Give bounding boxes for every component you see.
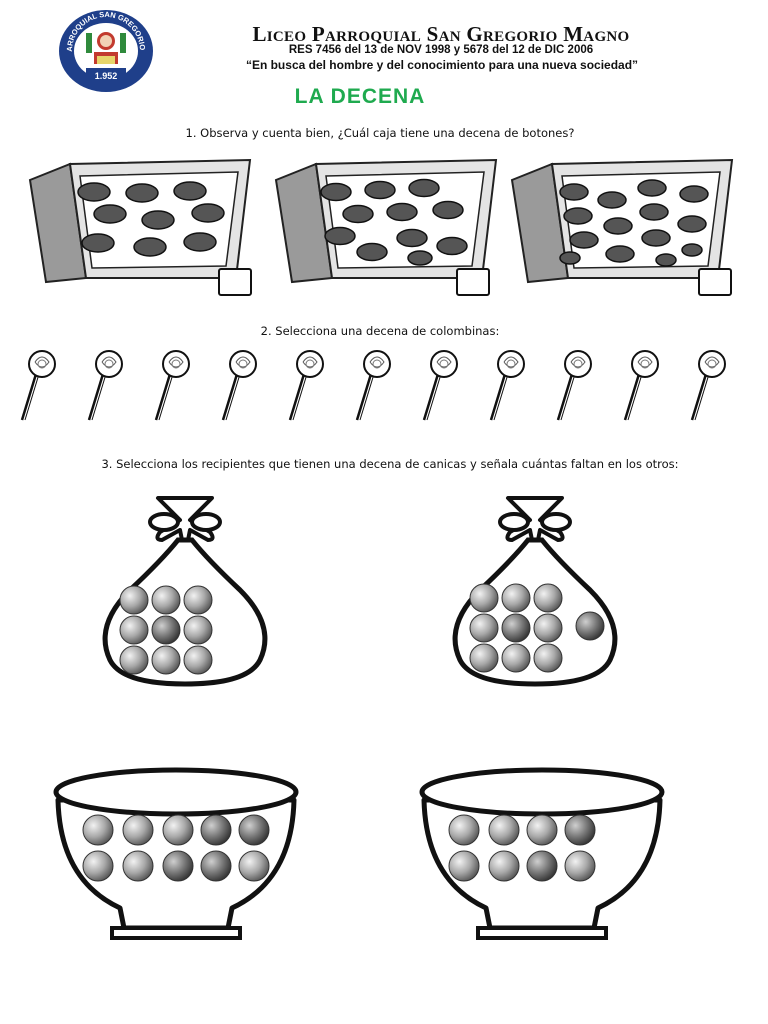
- school-crest-icon: LICEO PARROQUIAL SAN GREGORIO MAGNO 1.95…: [56, 8, 156, 94]
- button-box-1: [24, 150, 256, 300]
- bowl-icon: [419, 767, 665, 940]
- marble-bowl-2[interactable]: [416, 760, 666, 945]
- lollipop-icon[interactable]: [87, 350, 124, 422]
- bowl-icon: [53, 767, 299, 940]
- school-motto: “En busca del hombre y del conocimiento …: [245, 58, 639, 72]
- lollipop-icon[interactable]: [690, 350, 727, 422]
- buttons-group: [77, 181, 225, 257]
- box-3-answer-checkbox[interactable]: [698, 268, 732, 296]
- school-name: Liceo Parroquial San Gregorio Magno: [252, 22, 630, 46]
- lollipop-icon[interactable]: [154, 350, 191, 422]
- lollipop-icon[interactable]: [288, 350, 325, 422]
- question-2-text: 2. Selecciona una decena de colombinas:: [260, 324, 500, 338]
- button-box-icon: [510, 158, 734, 284]
- lollipop-icon[interactable]: [355, 350, 392, 422]
- lollipop-icon[interactable]: [422, 350, 459, 422]
- lollipop-icon[interactable]: [20, 350, 57, 422]
- lollipop-icon[interactable]: [489, 350, 526, 422]
- box-1-answer-checkbox[interactable]: [218, 268, 252, 296]
- logo-year: 1.952: [95, 71, 118, 81]
- lollipop-icon[interactable]: [623, 350, 660, 422]
- lollipop-icon[interactable]: [556, 350, 593, 422]
- button-box-icon: [28, 158, 252, 284]
- button-box-icon: [274, 158, 498, 284]
- resolution-line: RES 7456 del 13 de NOV 1998 y 5678 del 1…: [288, 44, 594, 56]
- bag-icon: [102, 496, 268, 687]
- bag-icon: [452, 496, 618, 687]
- marble-bag-1[interactable]: [90, 490, 280, 690]
- box-2-answer-checkbox[interactable]: [456, 268, 490, 296]
- question-1-text: 1. Observa y cuenta bien, ¿Cuál caja tie…: [185, 126, 575, 140]
- marble-bowl-1[interactable]: [50, 760, 300, 945]
- lollipop-icon[interactable]: [221, 350, 258, 422]
- button-box-2: [270, 150, 502, 300]
- button-box-3: [506, 150, 738, 300]
- page-title: LA DECENA: [294, 85, 426, 108]
- marble-bag-2[interactable]: [440, 490, 630, 690]
- lollipop-row: [18, 350, 758, 430]
- question-3-text: 3. Selecciona los recipientes que tienen…: [101, 457, 679, 471]
